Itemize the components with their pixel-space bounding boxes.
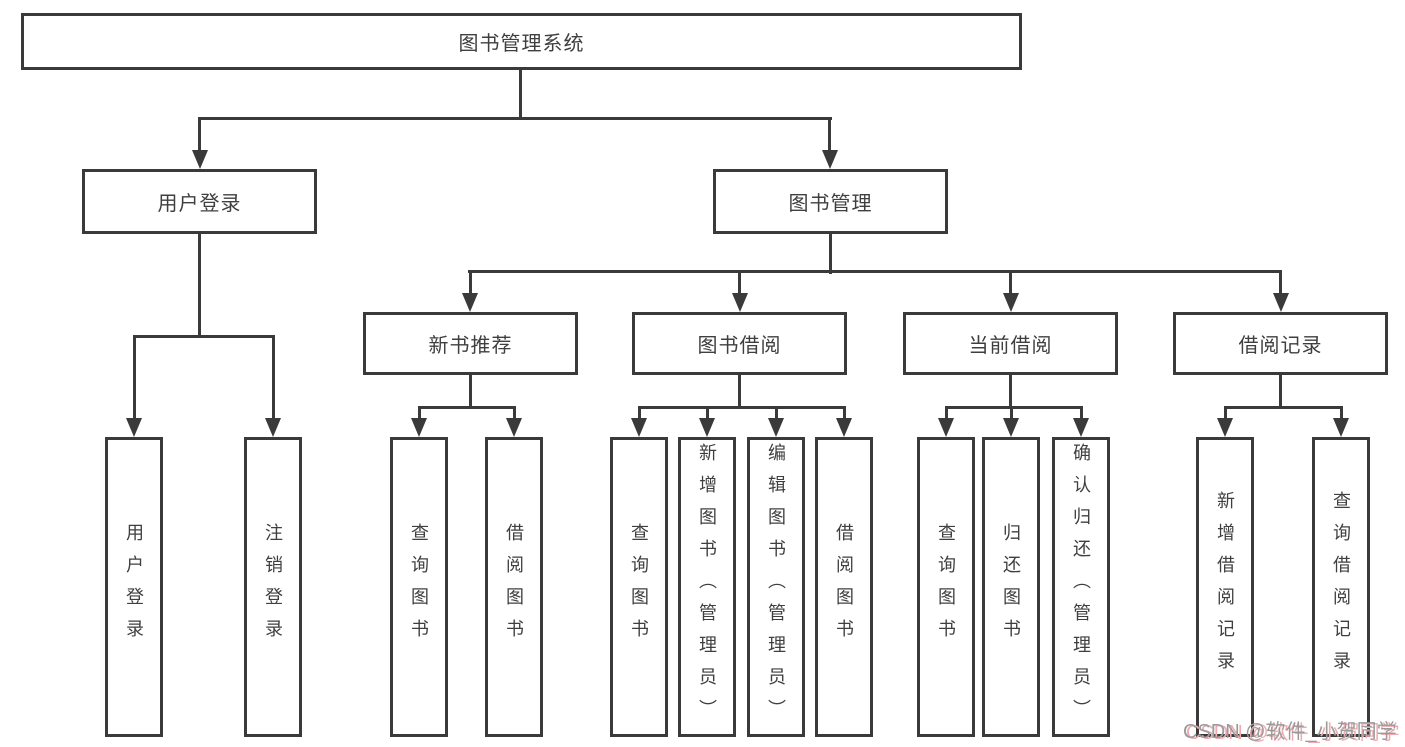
leaf-br-add-record: 新增借阅记录: [1196, 437, 1254, 737]
leaf-cb-confirm-return-admin-label: 确认归还（管理员）: [1071, 443, 1091, 731]
leaf-bb-borrow-books: 借阅图书: [815, 437, 873, 737]
leaf-user-login: 用户登录: [105, 437, 163, 737]
leaf-logout-login: 注销登录: [244, 437, 302, 737]
edge-to-cb-query: [945, 406, 948, 421]
arrow-to-leaf-logout: [265, 418, 281, 437]
leaf-cb-confirm-return-admin: 确认归还（管理员）: [1052, 437, 1110, 737]
leaf-cb-query-books-label: 查询图书: [936, 523, 956, 651]
leaf-bb-query-books: 查询图书: [610, 437, 668, 737]
edge-borrow-record-feed: [1279, 375, 1282, 408]
arrow-to-book-borrow: [732, 293, 748, 312]
arrow-to-borrow-record: [1273, 293, 1289, 312]
edge-to-cb-confirm: [1080, 406, 1083, 421]
node-library-management-system: 图书管理系统: [21, 13, 1022, 70]
leaf-rec-borrow-books: 借阅图书: [485, 437, 543, 737]
edge-user-login-feed: [198, 233, 201, 337]
edge-to-current-borrow: [1009, 270, 1012, 295]
node-book-borrowing: 图书借阅: [632, 312, 847, 375]
node-borrowing-records: 借阅记录: [1173, 312, 1388, 375]
edge-to-br-add: [1224, 406, 1227, 421]
edge-to-br-query: [1340, 406, 1343, 421]
leaf-rec-query-books: 查询图书: [390, 437, 448, 737]
leaf-bb-add-books-admin-label: 新增图书（管理员）: [697, 443, 717, 731]
arrow-to-rec-borrow: [506, 418, 522, 437]
edge-borrow-record-bar: [1224, 406, 1343, 409]
edge-user-login-bar: [133, 335, 275, 338]
edge-current-borrow-bar: [945, 406, 1083, 409]
node-current-borrowing: 当前借阅: [903, 312, 1118, 375]
edge-to-bb-edit: [775, 406, 778, 421]
edge-book-borrow-feed: [738, 375, 741, 408]
edge-to-book-mgmt: [828, 117, 831, 152]
arrow-to-cb-return: [1003, 418, 1019, 437]
arrow-to-bb-borrow: [836, 418, 852, 437]
arrow-to-br-add: [1217, 418, 1233, 437]
leaf-bb-add-books-admin: 新增图书（管理员）: [678, 437, 736, 737]
arrow-to-leaf-user-login: [126, 418, 142, 437]
node-new-book-recommendation: 新书推荐: [363, 312, 578, 375]
edge-root-feed: [519, 70, 522, 119]
edge-new-book-rec-feed: [469, 375, 472, 408]
edge-to-cb-return: [1010, 406, 1013, 421]
arrow-to-rec-query: [411, 418, 427, 437]
leaf-cb-query-books: 查询图书: [917, 437, 975, 737]
leaf-bb-edit-books-admin: 编辑图书（管理员）: [747, 437, 805, 737]
leaf-bb-edit-books-admin-label: 编辑图书（管理员）: [766, 443, 786, 731]
leaf-br-add-record-label: 新增借阅记录: [1215, 491, 1235, 683]
arrow-to-new-book-rec: [462, 293, 478, 312]
edge-to-bb-borrow: [843, 406, 846, 421]
edge-level2-bar: [198, 117, 832, 120]
leaf-br-query-record: 查询借阅记录: [1312, 437, 1370, 737]
edge-to-bb-add: [706, 406, 709, 421]
edge-to-book-borrow: [738, 270, 741, 295]
edge-level3-bar: [468, 270, 1282, 273]
leaf-user-login-label: 用户登录: [124, 523, 144, 651]
edge-to-leaf-user-login: [133, 335, 136, 420]
arrow-to-current-borrow: [1003, 293, 1019, 312]
leaf-bb-query-books-label: 查询图书: [629, 523, 649, 651]
edge-book-mgmt-feed: [829, 233, 832, 274]
csdn-watermark: CSDN @软件_小贺同学: [1183, 721, 1397, 743]
node-user-login: 用户登录: [82, 169, 317, 234]
arrow-to-book-mgmt: [822, 150, 838, 169]
leaf-rec-query-books-label: 查询图书: [409, 523, 429, 651]
leaf-rec-borrow-books-label: 借阅图书: [504, 523, 524, 651]
arrow-to-cb-query: [938, 418, 954, 437]
arrow-to-bb-query: [631, 418, 647, 437]
edge-to-leaf-logout: [272, 335, 275, 420]
arrow-to-br-query: [1333, 418, 1349, 437]
leaf-logout-login-label: 注销登录: [263, 523, 283, 651]
edge-book-borrow-bar: [638, 406, 846, 409]
edge-new-book-rec-bar: [418, 406, 516, 409]
arrow-to-bb-edit: [768, 418, 784, 437]
arrow-to-cb-confirm: [1073, 418, 1089, 437]
arrow-to-bb-add: [699, 418, 715, 437]
edge-to-user-login: [198, 117, 201, 152]
leaf-br-query-record-label: 查询借阅记录: [1331, 491, 1351, 683]
edge-to-rec-query: [418, 406, 421, 421]
leaf-bb-borrow-books-label: 借阅图书: [834, 523, 854, 651]
arrow-to-user-login: [192, 150, 208, 169]
edge-current-borrow-feed: [1009, 375, 1012, 408]
leaf-cb-return-books: 归还图书: [982, 437, 1040, 737]
node-book-management: 图书管理: [713, 169, 948, 234]
edge-to-bb-query: [638, 406, 641, 421]
leaf-cb-return-books-label: 归还图书: [1001, 523, 1021, 651]
edge-to-borrow-record: [1279, 270, 1282, 295]
edge-to-new-book-rec: [469, 270, 472, 295]
edge-to-rec-borrow: [513, 406, 516, 421]
